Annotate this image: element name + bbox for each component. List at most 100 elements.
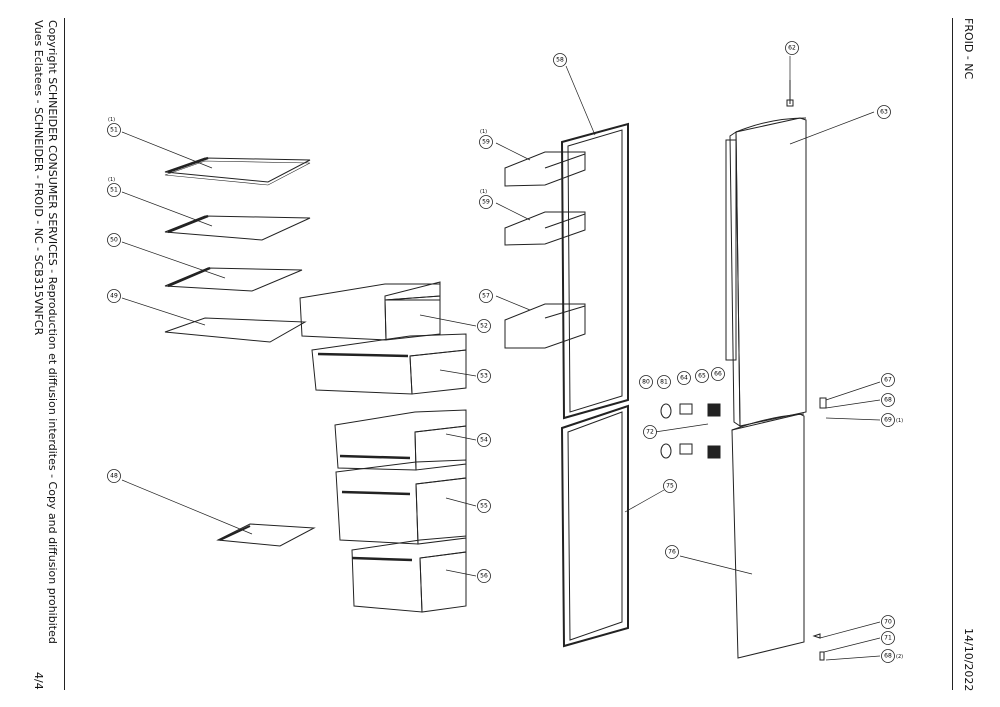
callout-circle (479, 195, 493, 209)
callout-circle (881, 393, 895, 407)
callout-quantity: (1) (480, 189, 487, 195)
callout-number: 71 (884, 635, 892, 642)
callout-circle (785, 41, 799, 55)
callout-48: 48 (107, 469, 121, 483)
drawer-55 (335, 459, 467, 545)
callout-number: 67 (884, 377, 892, 384)
callout-number: 75 (666, 483, 674, 490)
callout-circle (639, 375, 653, 389)
callout-number: 49 (110, 293, 118, 300)
callout-circle (479, 135, 493, 149)
callout-number: 52 (480, 323, 488, 330)
callout-number: 62 (788, 45, 796, 52)
callout-circle (881, 615, 895, 629)
drawer-56 (351, 535, 467, 613)
callout-circle (477, 569, 491, 583)
callout-76: 76 (665, 545, 679, 559)
callout-circle (107, 289, 121, 303)
callout-67: 67 (881, 373, 895, 387)
callout-circle (477, 499, 491, 513)
callout-circle (107, 469, 121, 483)
callout-number: 65 (698, 373, 706, 380)
callout-51b: 51 (1) (107, 177, 121, 197)
balcony-57 (504, 303, 586, 349)
callout-circle (477, 433, 491, 447)
gasket-58 (560, 122, 629, 420)
callout-quantity: (1) (108, 117, 115, 123)
callout-number: 68 (884, 653, 892, 660)
callout-54: 54 (477, 433, 491, 447)
callout-circle (477, 319, 491, 333)
shelf-50 (164, 266, 303, 292)
callout-71: 71 (881, 631, 895, 645)
callout-68b: 68(2) (881, 649, 903, 663)
callout-56: 56 (477, 569, 491, 583)
callout-number: 64 (680, 375, 688, 382)
callout-balloons: 51(1)51(1)50494852535455565859(1)59(1)57… (107, 41, 903, 663)
callout-circle (107, 183, 121, 197)
callout-81: 81 (657, 375, 671, 389)
hinge-parts (660, 80, 827, 661)
callout-57: 57 (479, 289, 493, 303)
callout-quantity: (1) (108, 177, 115, 183)
callout-number: 58 (556, 57, 564, 64)
callout-circle (881, 631, 895, 645)
page-number: 4/4 (32, 672, 45, 690)
callout-circle (643, 425, 657, 439)
copyright-text: Copyright SCHNEIDER CONSUMER SERVICES - … (46, 20, 59, 644)
callout-number: 53 (480, 373, 488, 380)
callout-circle (711, 367, 725, 381)
balcony-59b (504, 211, 586, 246)
callout-circle (553, 53, 567, 67)
callout-circle (107, 123, 121, 137)
callout-number: 63 (880, 109, 888, 116)
shelf-51a (164, 156, 311, 186)
callout-65: 65 (695, 369, 709, 383)
callout-circle (881, 373, 895, 387)
callout-number: 76 (668, 549, 676, 556)
callout-quantity: (1) (896, 418, 903, 424)
callout-circle (657, 375, 671, 389)
callout-75: 75 (663, 479, 677, 493)
callout-68: 68 (881, 393, 895, 407)
callout-66: 66 (711, 367, 725, 381)
callout-62: 62 (785, 41, 799, 55)
callout-59b: 59 (1) (479, 189, 493, 209)
document-date: 14/10/2022 (962, 628, 975, 692)
callout-number: 48 (110, 473, 118, 480)
callout-circle (665, 545, 679, 559)
callout-circle (877, 105, 891, 119)
callout-72: 72 (643, 425, 657, 439)
callout-number: 70 (884, 619, 892, 626)
gasket-75 (560, 404, 629, 648)
callout-number: 68 (884, 397, 892, 404)
callout-number: 50 (110, 237, 118, 244)
callout-number: 80 (642, 379, 650, 386)
callout-number: 51 (110, 187, 118, 194)
document-subtitle: Vues Eclatees - SCHNEIDER - FROID - NC -… (32, 20, 45, 336)
callout-circle (695, 369, 709, 383)
callout-70: 70 (881, 615, 895, 629)
callout-49: 49 (107, 289, 121, 303)
left-rule (64, 18, 65, 690)
callout-number: 54 (480, 437, 488, 444)
callout-circle (477, 369, 491, 383)
drawer-52 (299, 281, 441, 341)
callout-circle (881, 413, 895, 427)
callout-69: 69(1) (881, 413, 903, 427)
callout-circle (107, 233, 121, 247)
callout-58: 58 (553, 53, 567, 67)
callout-51a: 51 (1) (107, 117, 121, 137)
callout-circle (677, 371, 691, 385)
callout-50: 50 (107, 233, 121, 247)
callout-quantity: (1) (480, 129, 487, 135)
callout-55: 55 (477, 499, 491, 513)
callout-number: 81 (660, 379, 668, 386)
callout-circle (479, 289, 493, 303)
callout-number: 51 (110, 127, 118, 134)
callout-circle (663, 479, 677, 493)
callout-59a: 59(1) (479, 129, 493, 149)
drawer-53 (311, 333, 467, 395)
callout-number: 59 (482, 199, 490, 206)
callout-number: 66 (714, 371, 722, 378)
